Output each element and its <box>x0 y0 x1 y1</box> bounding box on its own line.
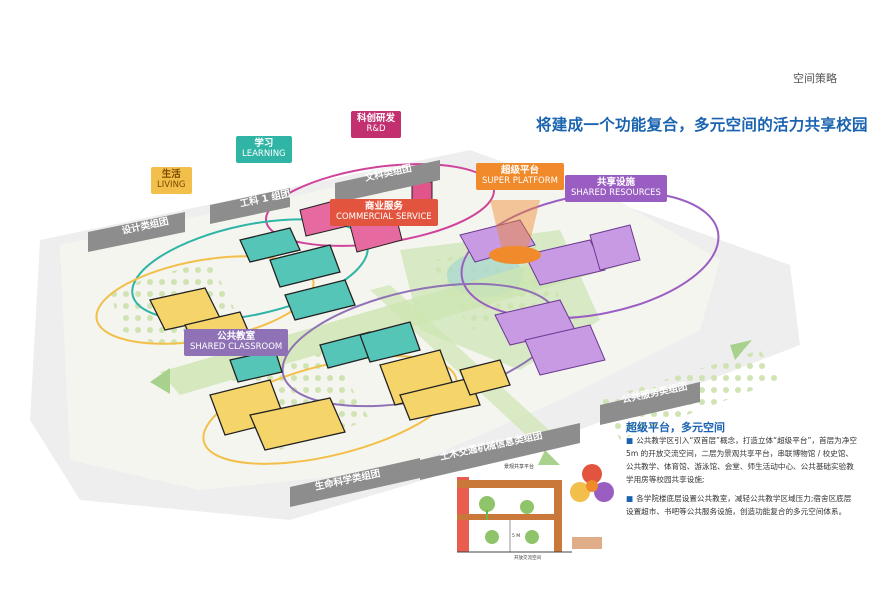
petal <box>570 482 590 502</box>
tag-rnd: 科创研发 R&D <box>351 111 402 138</box>
tag-super-platform-zh: 超级平台 <box>500 165 539 176</box>
tag-rnd-en: R&D <box>366 123 386 134</box>
green-axis <box>370 285 560 448</box>
axis-arrow <box>150 368 170 394</box>
tree-icon <box>479 496 495 512</box>
tree-icon <box>525 530 539 544</box>
section-inset-diagram: 景观共享平台 5 M 开放交流空间 <box>457 463 614 561</box>
tag-living-en: LIVING <box>157 179 186 190</box>
axis-arrow <box>538 450 560 465</box>
tag-learning-en: LEARNING <box>242 148 286 159</box>
tag-shared-resources: 共享设施 SHARED RESOURCES <box>565 175 667 202</box>
inset-dim: 5 M <box>512 533 520 539</box>
tag-shared-resources-en: SHARED RESOURCES <box>571 187 661 198</box>
section-deck <box>457 514 562 520</box>
tag-living: 生活 LIVING <box>151 167 192 194</box>
tag-shared-classroom-en: SHARED CLASSROOM <box>190 341 283 352</box>
tag-commercial: 商业服务 COMMERCIAL SERVICE <box>330 199 438 226</box>
platform-disc <box>489 246 541 264</box>
section-roof <box>457 480 562 488</box>
info-title: 超级平台，多元空间 <box>626 421 725 434</box>
tag-commercial-zh: 商业服务 <box>364 201 403 212</box>
info-paragraph-2: ■各学院楼底层设置公共教室，减轻公共教学区域压力;宿舍区底层设置超市、书吧等公共… <box>626 492 858 518</box>
info-paragraph-1: ■公共教学区引入“双首层”概念，打造立体“超级平台”，首层为净空 5m 的开放交… <box>626 434 858 486</box>
living-blocks <box>149 287 511 451</box>
tag-living-zh: 生活 <box>161 169 181 180</box>
inset-label-b: 开放交流空间 <box>514 554 541 561</box>
tag-learning-zh: 学习 <box>254 138 274 149</box>
bullet-icon: ■ <box>626 436 634 445</box>
tag-rnd-zh: 科创研发 <box>357 113 396 124</box>
headline: 将建成一个功能复合，多元空间的活力共享校园 <box>536 116 868 134</box>
bullet-icon: ■ <box>626 494 634 503</box>
info-paragraph-1-text: 公共教学区引入“双首层”概念，打造立体“超级平台”，首层为净空 5m 的开放交流… <box>626 436 857 484</box>
info-paragraph-2-text: 各学院楼底层设置公共教室，减轻公共教学区域压力;宿舍区底层设置超市、书吧等公共服… <box>626 494 852 516</box>
tree-icon <box>520 500 534 514</box>
tag-shared-classroom: 公共教室 SHARED CLASSROOM <box>184 329 289 356</box>
axis-arrow <box>730 340 752 360</box>
tag-super-platform: 超级平台 SUPER PLATFORM <box>476 163 564 190</box>
petal <box>594 482 614 502</box>
tag-commercial-en: COMMERCIAL SERVICE <box>336 211 432 222</box>
tree-icon <box>485 530 499 544</box>
platform-beam <box>490 200 540 250</box>
tag-learning: 学习 LEARNING <box>236 136 292 163</box>
petal-center <box>586 480 598 492</box>
tag-shared-classroom-zh: 公共教室 <box>217 331 256 342</box>
tag-super-platform-en: SUPER PLATFORM <box>482 175 558 186</box>
page-label: 空间策略 <box>793 72 837 85</box>
inset-label-a: 景观共享平台 <box>504 463 534 470</box>
shared-blocks <box>459 219 641 376</box>
living-ring <box>202 355 458 465</box>
tag-shared-resources-zh: 共享设施 <box>596 177 635 188</box>
petal <box>582 464 602 484</box>
